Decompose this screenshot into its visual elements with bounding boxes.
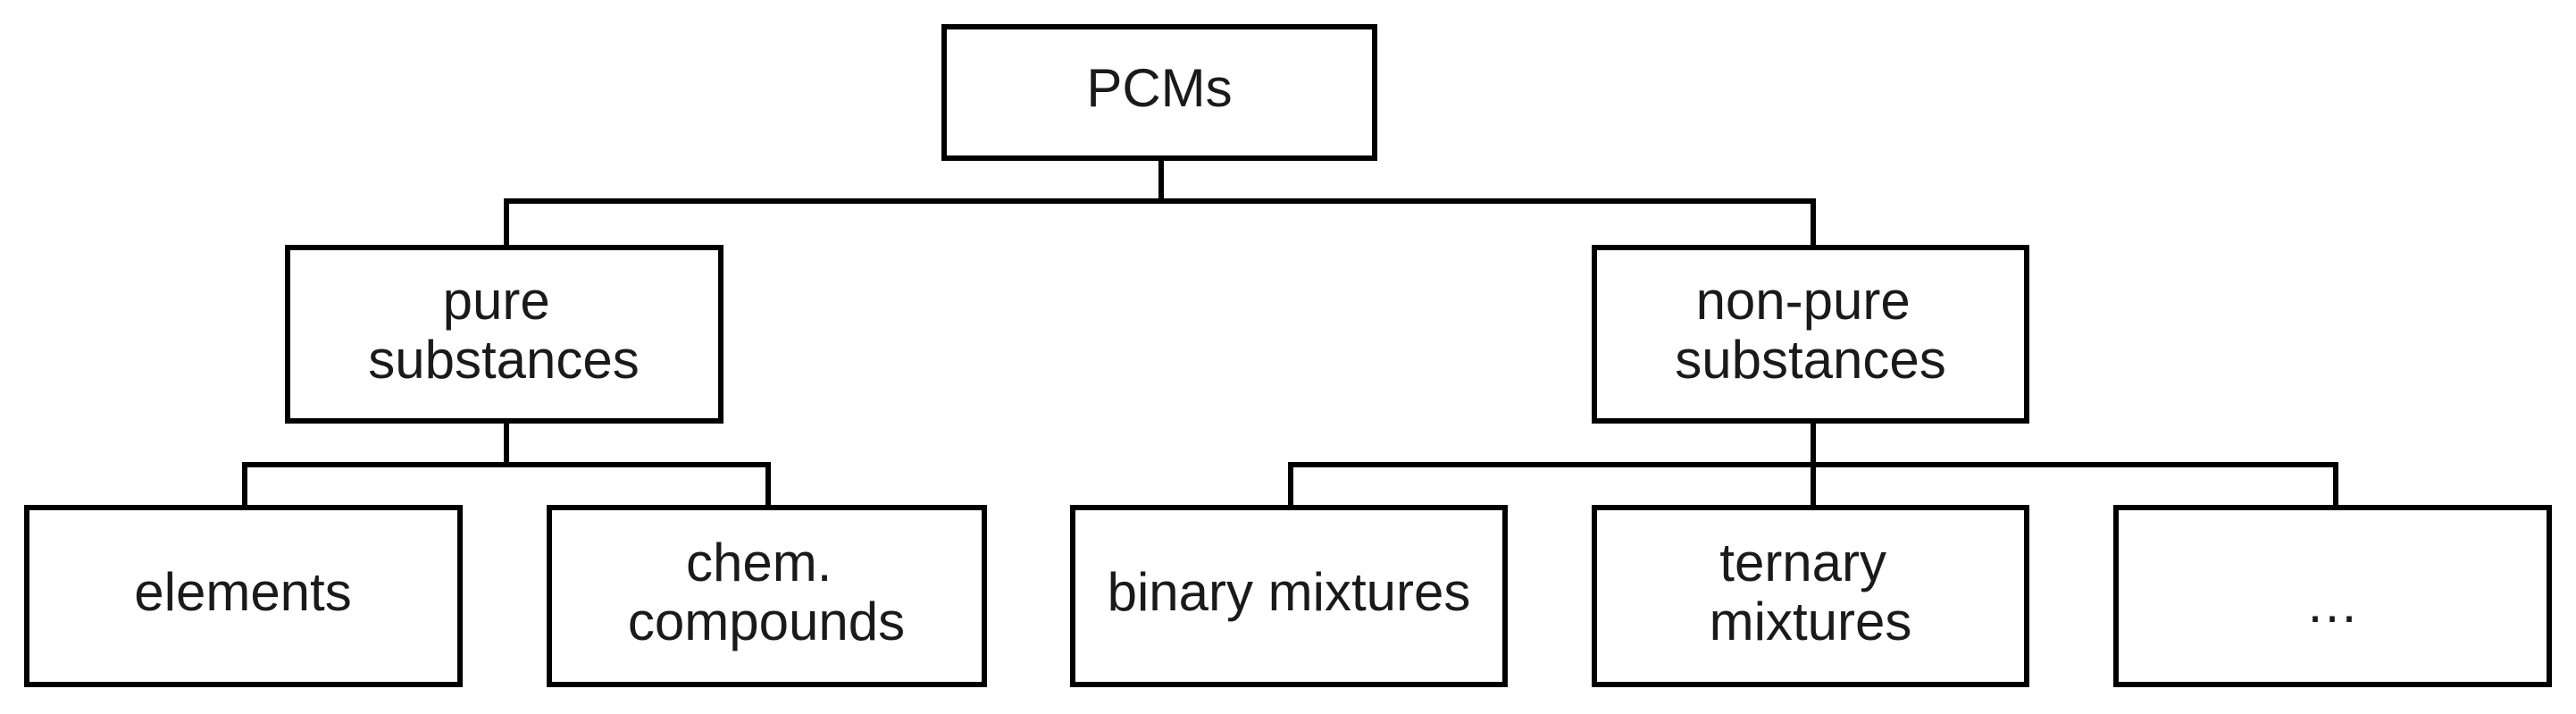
node-chem-compounds: chem. compounds	[547, 505, 987, 687]
connector-nonpure-to-children	[1288, 418, 2338, 510]
node-non-pure-substances-label: non-pure substances	[1675, 271, 1946, 390]
node-more-ellipsis: …	[2113, 505, 2552, 687]
connector-pure-to-children	[242, 418, 771, 510]
connector-root-to-categories	[504, 155, 1816, 250]
node-binary-mixtures: binary mixtures	[1070, 505, 1508, 687]
node-non-pure-substances: non-pure substances	[1592, 245, 2029, 424]
node-pure-substances-label: pure substances	[368, 271, 640, 390]
node-elements-label: elements	[134, 562, 351, 622]
node-chem-compounds-label: chem. compounds	[628, 533, 905, 651]
node-pcms: PCMs	[941, 24, 1377, 161]
node-elements: elements	[24, 505, 463, 687]
node-ternary-mixtures: ternary mixtures	[1592, 505, 2029, 687]
node-binary-mixtures-label: binary mixtures	[1108, 562, 1471, 622]
node-pcms-label: PCMs	[1086, 58, 1232, 118]
node-ternary-mixtures-label: ternary mixtures	[1710, 533, 1912, 651]
node-more-ellipsis-label: …	[2305, 574, 2359, 634]
node-pure-substances: pure substances	[285, 245, 723, 424]
